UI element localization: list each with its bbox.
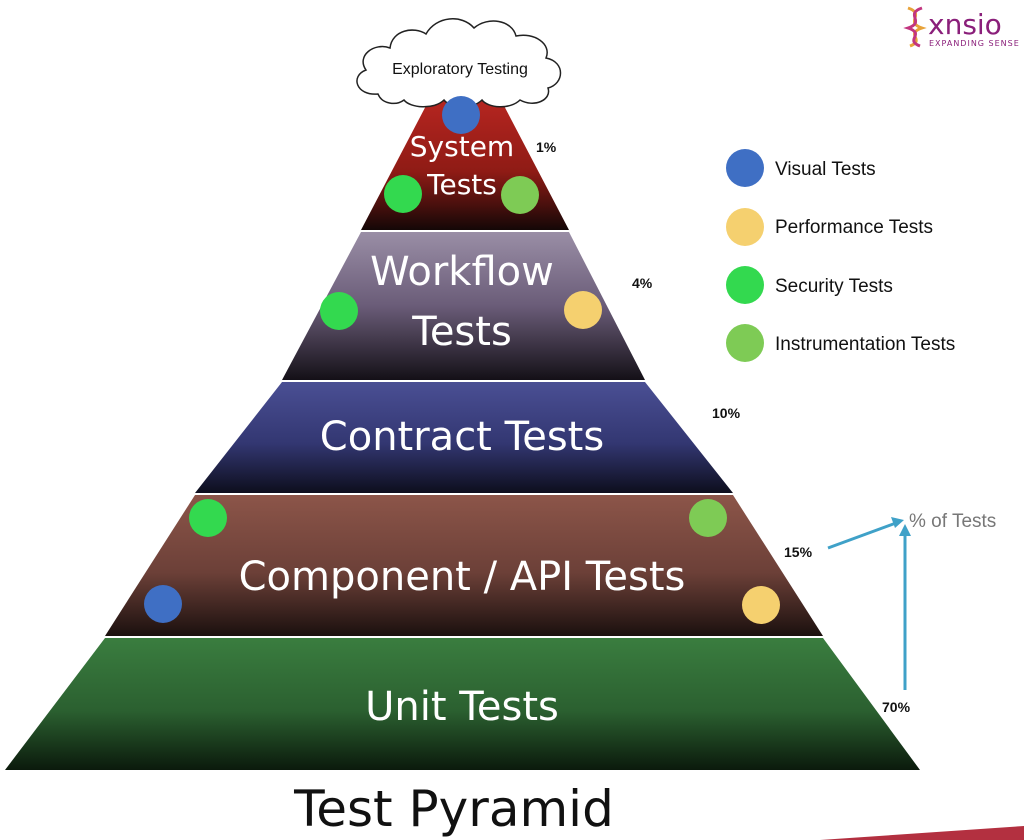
layer-contract-tests [195, 382, 733, 493]
percent-unit: 70% [882, 699, 911, 715]
legend-instrumentation-tests-label: Instrumentation Tests [775, 334, 955, 355]
performance-tests-dot [742, 586, 780, 624]
legend-performance-tests-label: Performance Tests [775, 217, 933, 238]
instrumentation-tests-dot [689, 499, 727, 537]
exploratory-testing-cloud [356, 18, 562, 108]
legend-security-tests-swatch [726, 266, 764, 304]
logo-tagline: EXPANDING SENSE [929, 39, 1020, 48]
visual-tests-dot [144, 585, 182, 623]
dna-icon [903, 6, 927, 48]
security-tests-dot [384, 175, 422, 213]
layer-label-component-api: Component / API Tests [239, 554, 686, 600]
layer-workflow-tests [282, 232, 645, 380]
percent-workflow: 4% [632, 275, 653, 291]
diagonal-arrowhead-icon [891, 517, 904, 528]
layer-label-system-line2: Tests [426, 168, 497, 201]
diagonal-arrow-line [827, 521, 897, 550]
layer-label-workflow-line2: Tests [411, 309, 512, 355]
security-tests-dot [189, 499, 227, 537]
legend-security-tests-label: Security Tests [775, 276, 893, 297]
layer-label-contract: Contract Tests [320, 414, 604, 460]
percent-contract: 10% [712, 405, 741, 421]
legend: Visual Tests Performance Tests Security … [726, 149, 955, 362]
percent-system: 1% [536, 139, 557, 155]
legend-performance-tests-swatch [726, 208, 764, 246]
layer-unit-tests [5, 638, 920, 770]
logo-wordmark: xnsio [928, 8, 1002, 41]
visual-tests-dot [442, 96, 480, 134]
performance-tests-dot [564, 291, 602, 329]
percent-of-tests-label: % of Tests [909, 511, 996, 532]
layer-label-workflow-line1: Workflow [370, 249, 554, 295]
page-title: Test Pyramid [293, 780, 614, 838]
layer-label-system-line1: System [410, 130, 514, 163]
layer-component-api-tests [105, 495, 823, 636]
percent-component-api: 15% [784, 544, 813, 560]
percent-arrows [827, 517, 911, 690]
security-tests-dot [320, 292, 358, 330]
cloud-label: Exploratory Testing [392, 61, 528, 78]
vertical-arrowhead-icon [899, 524, 911, 536]
legend-visual-tests-label: Visual Tests [775, 159, 876, 180]
xnsio-logo: xnsio EXPANDING SENSE [903, 6, 1020, 48]
legend-visual-tests-swatch [726, 149, 764, 187]
legend-instrumentation-tests-swatch [726, 324, 764, 362]
layer-label-unit: Unit Tests [365, 684, 559, 730]
instrumentation-tests-dot [501, 176, 539, 214]
corner-decoration [820, 826, 1024, 840]
